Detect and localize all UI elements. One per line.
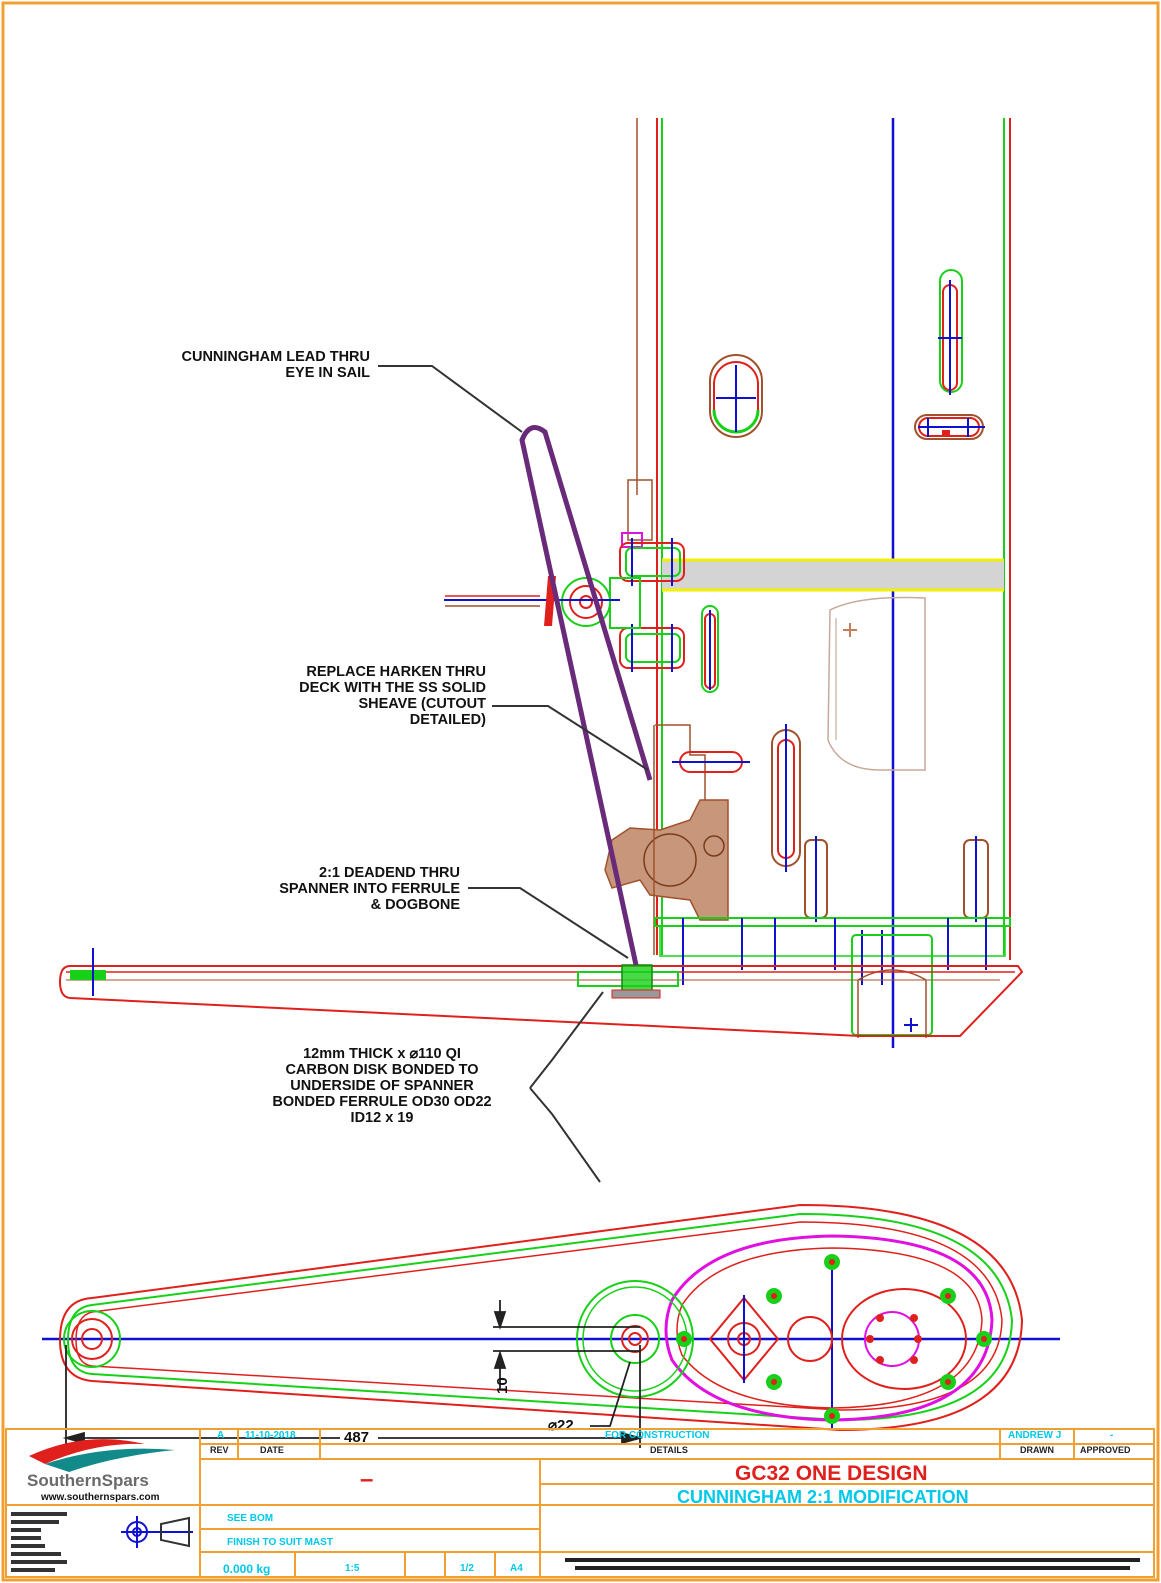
revision-date: 11-10-2018: [245, 1430, 296, 1441]
company-website: www.southernspars.com: [41, 1492, 160, 1503]
title-block: SouthernSpars www.southernspars.com A 11…: [5, 1428, 1155, 1578]
note-line: CUNNINGHAM LEAD THRU: [181, 349, 371, 365]
finish: FINISH TO SUIT MAST: [227, 1537, 333, 1548]
revision-details: FOR CONSTRUCTION: [605, 1430, 710, 1441]
drawn-header: DRAWN: [1020, 1445, 1054, 1455]
details-header: DETAILS: [650, 1445, 688, 1455]
dimension-length: 487: [344, 1429, 370, 1446]
sheet-size: A4: [510, 1563, 523, 1574]
southern-spars-logo: [29, 1439, 175, 1472]
scale: 1:5: [345, 1563, 360, 1574]
rev-header: REV: [210, 1445, 229, 1455]
mass: 0.000 kg: [223, 1562, 271, 1576]
projection-symbol-icon: [121, 1516, 193, 1548]
drawing-description: CUNNINGHAM 2:1 MODIFICATION: [677, 1487, 969, 1507]
note-line: 12mm THICK x ⌀110 QI: [303, 1046, 461, 1062]
drawing-title: GC32 ONE DESIGN: [735, 1462, 928, 1485]
note-line: SPANNER INTO FERRULE: [279, 881, 460, 897]
dimension-offset: 10: [494, 1377, 511, 1394]
note-line: SHEAVE (CUTOUT: [358, 696, 486, 712]
note-replace-harken: REPLACE HARKEN THRU DECK WITH THE SS SOL…: [250, 664, 486, 728]
note-line: EYE IN SAIL: [285, 365, 370, 381]
part-number: –: [360, 1466, 374, 1493]
approved-by: -: [1110, 1430, 1114, 1441]
revision-letter: A: [217, 1430, 225, 1441]
mast-elevation-view: [58, 118, 1024, 1048]
note-line: DETAILED): [409, 712, 486, 728]
note-cunningham-lead: CUNNINGHAM LEAD THRU EYE IN SAIL: [148, 349, 371, 381]
note-line: 2:1 DEADEND THRU: [319, 865, 460, 881]
note-line: REPLACE HARKEN THRU: [306, 664, 486, 680]
material: SEE BOM: [227, 1513, 274, 1524]
note-line: UNDERSIDE OF SPANNER: [290, 1078, 474, 1094]
sheet-number: 1/2: [460, 1563, 474, 1574]
title-block-grid: [5, 1428, 1155, 1578]
tolerance-notes: [11, 1512, 67, 1572]
note-line: CARBON DISK BONDED TO: [285, 1062, 479, 1078]
note-line: & DOGBONE: [370, 897, 460, 913]
approved-header: APPROVED: [1080, 1445, 1131, 1455]
note-deadend: 2:1 DEADEND THRU SPANNER INTO FERRULE & …: [230, 865, 460, 913]
note-carbon-disk: 12mm THICK x ⌀110 QI CARBON DISK BONDED …: [232, 1046, 532, 1126]
note-line: DECK WITH THE SS SOLID: [299, 680, 486, 696]
spanner-plan-view: [42, 1203, 1060, 1432]
company-name: SouthernSpars: [27, 1471, 149, 1490]
dimension-lines: [62, 1300, 644, 1448]
note-line: ID12 x 19: [350, 1110, 414, 1126]
drawn-by: ANDREW J: [1008, 1430, 1062, 1441]
date-header: DATE: [260, 1445, 284, 1455]
copyright-notice: [565, 1558, 1140, 1570]
callout-leaders: [378, 365, 649, 1183]
note-line: BONDED FERRULE OD30 OD22: [272, 1094, 492, 1110]
